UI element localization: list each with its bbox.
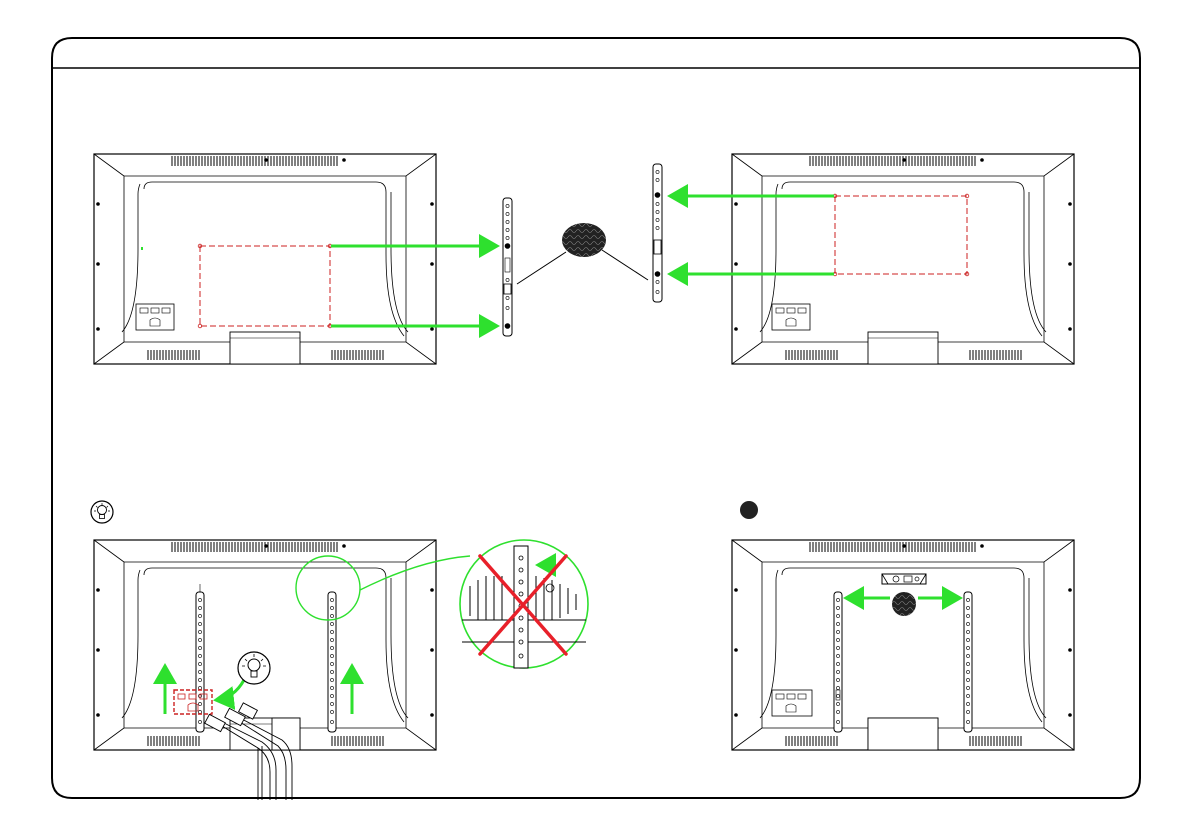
panel-bottom-left [94,540,436,750]
connector-panel [136,304,174,330]
lightbulb-tip-icon [91,501,113,523]
spirit-level-icon [882,574,926,584]
lightbulb-hint-icon [238,652,270,684]
bracket-top-right [653,164,662,302]
black-circle-legend-icon [740,501,758,519]
panel-top-left [94,154,436,364]
panel-top-right [732,154,1074,364]
panel-bottom-right [732,540,1074,750]
connector-panel [772,304,810,330]
black-circle-callout-icon [517,223,648,284]
bracket-top-left [503,198,512,336]
connector-panel [772,690,812,716]
